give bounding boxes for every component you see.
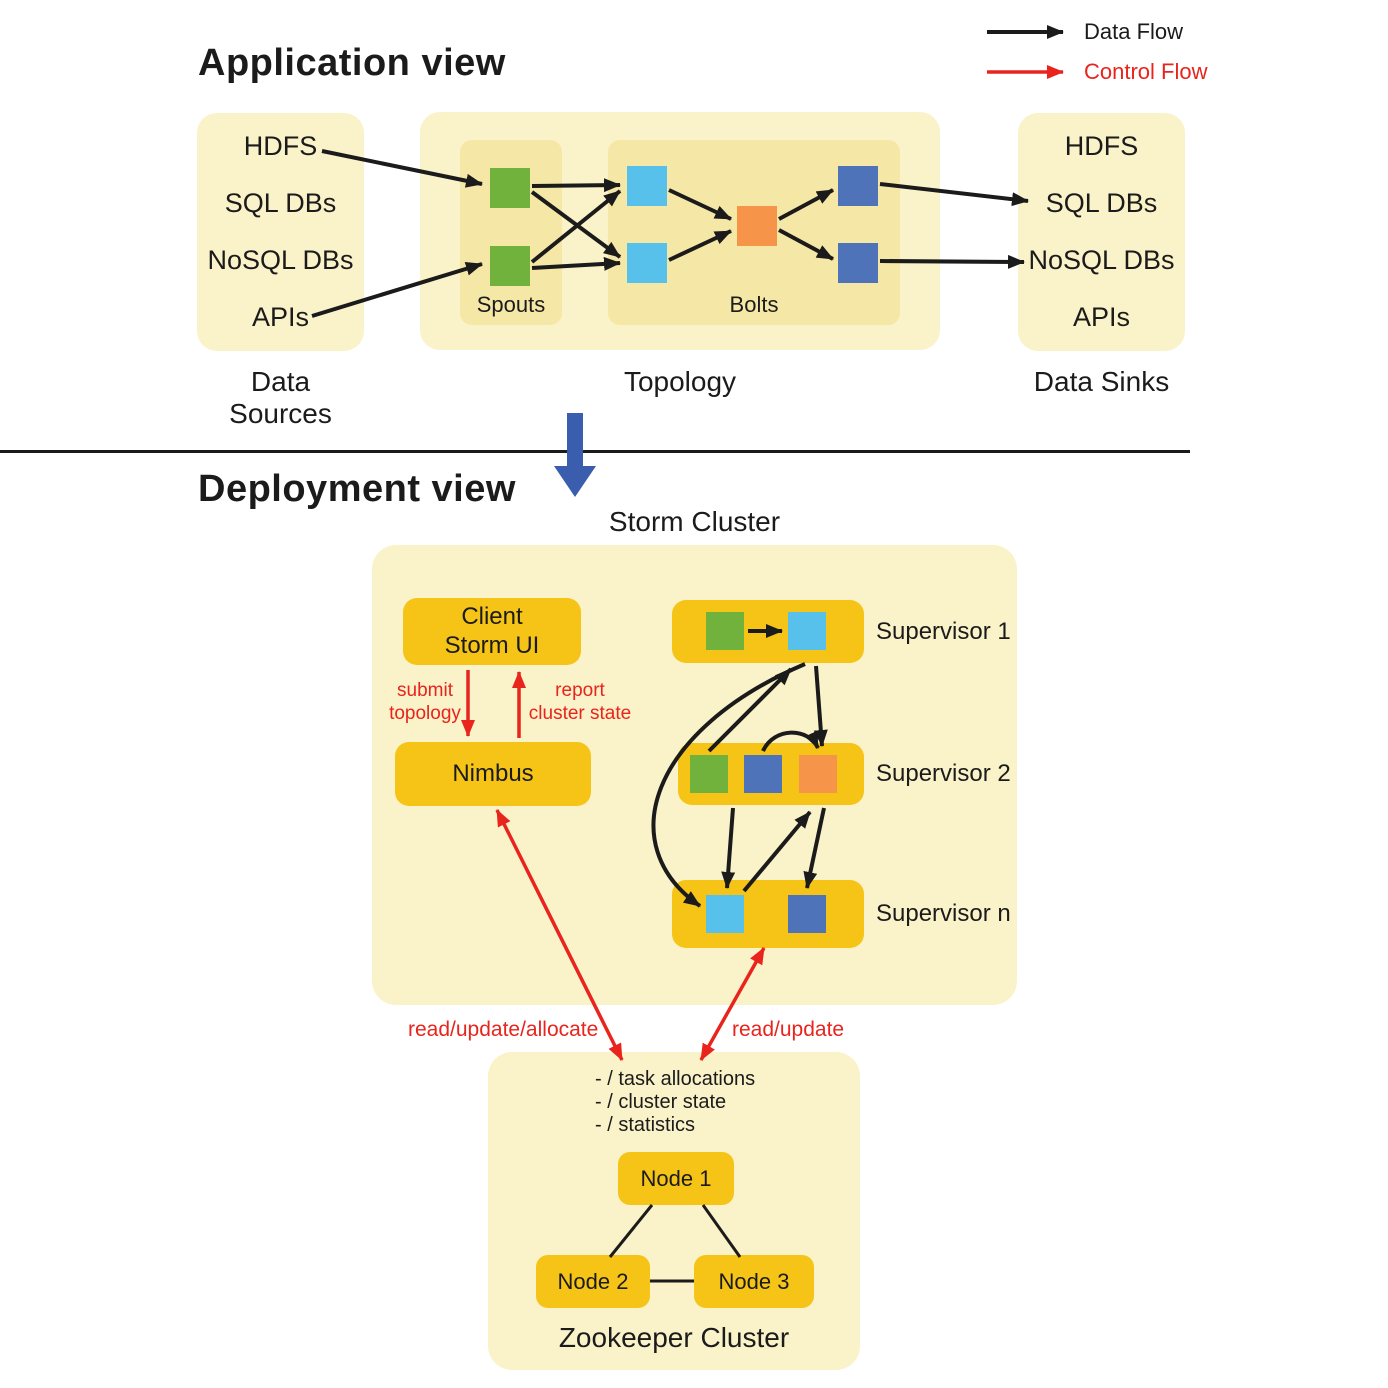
bolt-icon bbox=[737, 206, 777, 246]
deployment-view-title: Deployment view bbox=[198, 468, 516, 510]
section-divider bbox=[0, 450, 1190, 453]
data-sink-item: SQL DBs bbox=[1045, 188, 1158, 218]
topology-label: Topology bbox=[623, 366, 737, 397]
supervisor-2-label: Supervisor 2 bbox=[876, 760, 1011, 787]
nimbus-box: Nimbus bbox=[395, 742, 591, 806]
client-label: Client bbox=[461, 602, 523, 630]
application-view-title: Application view bbox=[198, 42, 506, 84]
worker-icon bbox=[706, 895, 744, 933]
worker-icon bbox=[799, 755, 837, 793]
data-source-item: SQL DBs bbox=[224, 188, 337, 218]
worker-icon bbox=[788, 612, 826, 650]
data-sink-item: NoSQL DBs bbox=[1028, 245, 1175, 275]
node-3-label: Node 3 bbox=[718, 1268, 790, 1294]
legend-data-flow-row: Data Flow bbox=[985, 12, 1207, 52]
data-source-item: NoSQL DBs bbox=[207, 245, 354, 275]
supervisor-1-label: Supervisor 1 bbox=[876, 618, 1011, 645]
data-sources-label: Data Sources bbox=[229, 366, 332, 429]
worker-icon bbox=[788, 895, 826, 933]
zookeeper-note: - / task allocations bbox=[595, 1068, 756, 1090]
data-source-item: HDFS bbox=[243, 131, 318, 161]
legend-data-flow-label: Data Flow bbox=[1084, 19, 1184, 44]
read-update-label: read/update bbox=[732, 1018, 845, 1041]
nimbus-label: Nimbus bbox=[452, 760, 534, 787]
zookeeper-notes: - / task allocations - / cluster state -… bbox=[595, 1068, 755, 1137]
node-1-label: Node 1 bbox=[640, 1165, 712, 1191]
bolt-icon bbox=[627, 243, 667, 283]
zookeeper-note: - / statistics bbox=[595, 1114, 696, 1136]
legend-control-flow-row: Control Flow bbox=[985, 52, 1207, 92]
spouts-label: Spouts bbox=[476, 292, 546, 317]
bolt-icon bbox=[627, 166, 667, 206]
zookeeper-cluster-label: Zookeeper Cluster bbox=[558, 1322, 790, 1353]
zookeeper-node-2: Node 2 bbox=[536, 1255, 650, 1308]
control-flow-arrow-icon bbox=[987, 65, 1064, 79]
zookeeper-cluster-box bbox=[488, 1052, 860, 1370]
storm-ui-label: Storm UI bbox=[444, 631, 540, 659]
report-cluster-state-label: report cluster state bbox=[528, 680, 632, 724]
supervisor-n-label: Supervisor n bbox=[876, 900, 1011, 927]
read-update-allocate-label: read/update/allocate bbox=[408, 1018, 599, 1041]
spout-icon bbox=[490, 246, 530, 286]
bolt-icon bbox=[838, 243, 878, 283]
data-sinks-list: HDFS SQL DBs NoSQL DBs APIs bbox=[1018, 118, 1185, 346]
submit-topology-label: submit topology bbox=[389, 680, 461, 724]
data-source-item: APIs bbox=[251, 302, 310, 332]
client-storm-ui-box: Client Storm UI bbox=[403, 598, 581, 665]
data-flow-arrow-icon bbox=[987, 25, 1064, 39]
bolts-label: Bolts bbox=[729, 292, 779, 317]
data-sink-item: HDFS bbox=[1064, 131, 1139, 161]
zookeeper-note: - / cluster state bbox=[595, 1091, 727, 1113]
data-sinks-box bbox=[1018, 113, 1185, 351]
legend: Data Flow Control Flow bbox=[985, 12, 1207, 92]
spout-icon bbox=[490, 168, 530, 208]
worker-icon bbox=[690, 755, 728, 793]
supervisor-1-box bbox=[672, 600, 864, 663]
application-to-deployment-arrow bbox=[554, 413, 596, 497]
storm-cluster-label: Storm Cluster bbox=[608, 506, 781, 537]
supervisor-n-box bbox=[672, 880, 864, 948]
zookeeper-node-3: Node 3 bbox=[694, 1255, 814, 1308]
data-sources-list: HDFS SQL DBs NoSQL DBs APIs bbox=[197, 118, 364, 346]
data-sink-item: APIs bbox=[1072, 302, 1131, 332]
worker-icon bbox=[744, 755, 782, 793]
legend-control-flow-label: Control Flow bbox=[1084, 59, 1208, 84]
zookeeper-node-1: Node 1 bbox=[618, 1152, 734, 1205]
worker-icon bbox=[706, 612, 744, 650]
node-2-label: Node 2 bbox=[557, 1268, 629, 1294]
data-sinks-label: Data Sinks bbox=[1033, 366, 1170, 397]
bolt-icon bbox=[838, 166, 878, 206]
